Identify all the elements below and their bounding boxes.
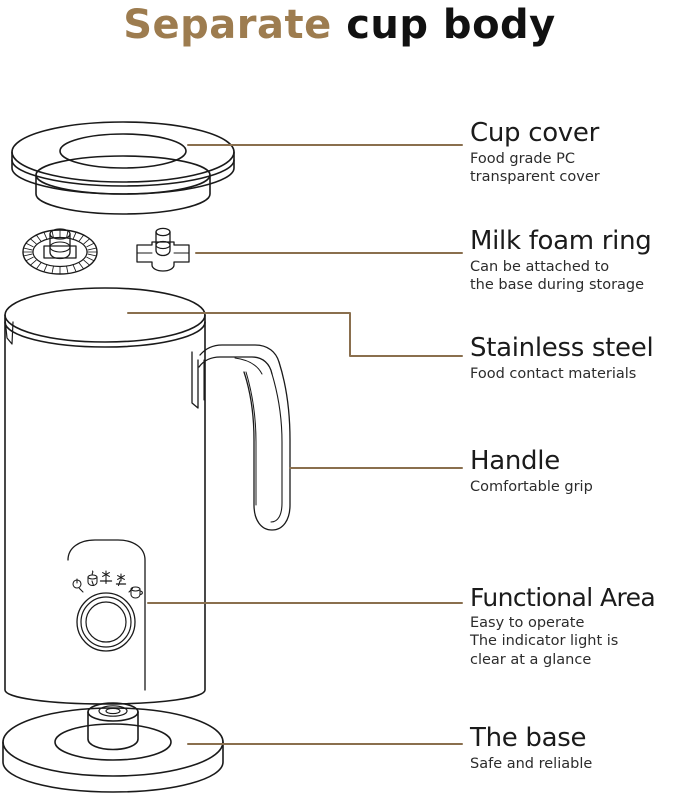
page-title: Separate cup body bbox=[0, 2, 679, 48]
callout-title: Functional Area bbox=[470, 583, 656, 612]
callout-subtitle: Can be attached to the base during stora… bbox=[470, 259, 645, 294]
leader-lines bbox=[127, 144, 463, 745]
hot-milk-icon bbox=[99, 570, 113, 582]
callout-subtitle: Comfortable grip bbox=[470, 479, 593, 496]
page-title-brown-part: Separate bbox=[123, 2, 332, 48]
callout-the-base: The base Safe and reliable bbox=[470, 723, 679, 773]
callout-title: Stainless steel bbox=[470, 333, 654, 363]
hot-milk-foam-icon bbox=[87, 570, 98, 587]
callout-title: Milk foam ring bbox=[470, 226, 652, 256]
indicator-icons bbox=[72, 570, 143, 599]
handle bbox=[191, 344, 291, 531]
callout-handle: Handle Comfortable grip bbox=[470, 446, 679, 496]
control-panel[interactable] bbox=[67, 539, 146, 691]
power-icon bbox=[72, 578, 82, 589]
callout-stainless-steel: Stainless steel Food contact materials bbox=[470, 333, 679, 383]
callout-subtitle: Easy to operate The indicator light is c… bbox=[470, 615, 619, 668]
stirrer-paddle bbox=[136, 227, 190, 272]
callout-title: The base bbox=[470, 723, 587, 753]
heat-milk-icon bbox=[130, 586, 143, 599]
cold-milk-foam-icon bbox=[115, 573, 127, 585]
milk-foam-ring-whisk bbox=[22, 228, 98, 275]
callout-milk-foam-ring: Milk foam ring Can be attached to the ba… bbox=[470, 226, 679, 295]
leader-stainless-steel bbox=[127, 312, 463, 357]
callout-subtitle: Food contact materials bbox=[470, 366, 637, 383]
power-base bbox=[2, 702, 224, 793]
callout-cup-cover: Cup cover Food grade PC transparent cove… bbox=[470, 118, 679, 187]
callout-subtitle: Food grade PC transparent cover bbox=[470, 151, 600, 186]
page-title-black-part: cup body bbox=[346, 2, 556, 48]
control-knob[interactable] bbox=[76, 592, 136, 652]
callout-functional-area: Functional Area Easy to operate The indi… bbox=[470, 585, 679, 669]
callout-title: Handle bbox=[470, 446, 560, 476]
callout-subtitle: Safe and reliable bbox=[470, 756, 593, 773]
callout-title: Cup cover bbox=[470, 118, 599, 148]
cup-cover-lid bbox=[11, 121, 235, 215]
